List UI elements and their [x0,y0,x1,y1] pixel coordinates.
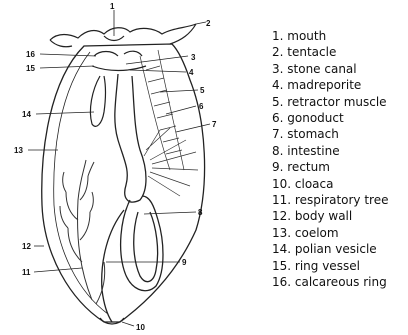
callout-9: 9 [182,258,187,267]
legend-item: 2. tentacle [272,44,388,60]
callout-6: 6 [199,102,204,111]
legend-item: 12. body wall [272,208,388,224]
rectum [102,210,124,322]
callout-15: 15 [26,64,35,73]
legend-item: 3. stone canal [272,61,388,77]
legend-item: 1. mouth [272,28,388,44]
calcareous-ring [94,51,142,56]
leader-lines [28,10,210,326]
callout-14: 14 [22,110,31,119]
legend-item: 16. calcareous ring [272,274,388,290]
callout-1: 1 [110,2,115,11]
callout-10: 10 [136,323,145,332]
callout-7: 7 [212,120,217,129]
callout-16: 16 [26,50,35,59]
callout-4: 4 [189,68,194,77]
legend-item: 5. retractor muscle [272,94,388,110]
callout-numbers: 1 2 3 4 5 6 7 8 9 10 11 12 13 14 15 16 [14,2,217,332]
body-wall-outer [42,44,205,322]
callout-12: 12 [22,242,31,251]
callout-8: 8 [198,208,203,217]
callout-3: 3 [191,53,196,62]
callout-13: 13 [14,146,23,155]
mouth-opening [104,36,124,41]
respiratory-tree [60,160,105,304]
legend-item: 9. rectum [272,159,388,175]
legend-item: 15. ring vessel [272,258,388,274]
body-wall-drawing [42,44,205,322]
tentacles [50,24,196,47]
legend-item: 13. coelom [272,225,388,241]
polian-vesicle [90,76,105,126]
callout-11: 11 [22,268,31,277]
legend-item: 10. cloaca [272,176,388,192]
ring-vessel [92,66,146,71]
legend-item: 11. respiratory tree [272,192,388,208]
label-legend: 1. mouth 2. tentacle 3. stone canal 4. m… [272,28,388,291]
callout-5: 5 [200,86,205,95]
stomach [115,74,146,202]
legend-item: 8. intestine [272,143,388,159]
gonad-tufts [144,128,198,196]
intestine-loop-2 [134,212,158,282]
digestive-tract [102,74,163,322]
legend-item: 7. stomach [272,126,388,142]
callout-2: 2 [206,19,211,28]
legend-item: 14. polian vesicle [272,241,388,257]
legend-item: 6. gonoduct [272,110,388,126]
legend-item: 4. madreporite [272,77,388,93]
